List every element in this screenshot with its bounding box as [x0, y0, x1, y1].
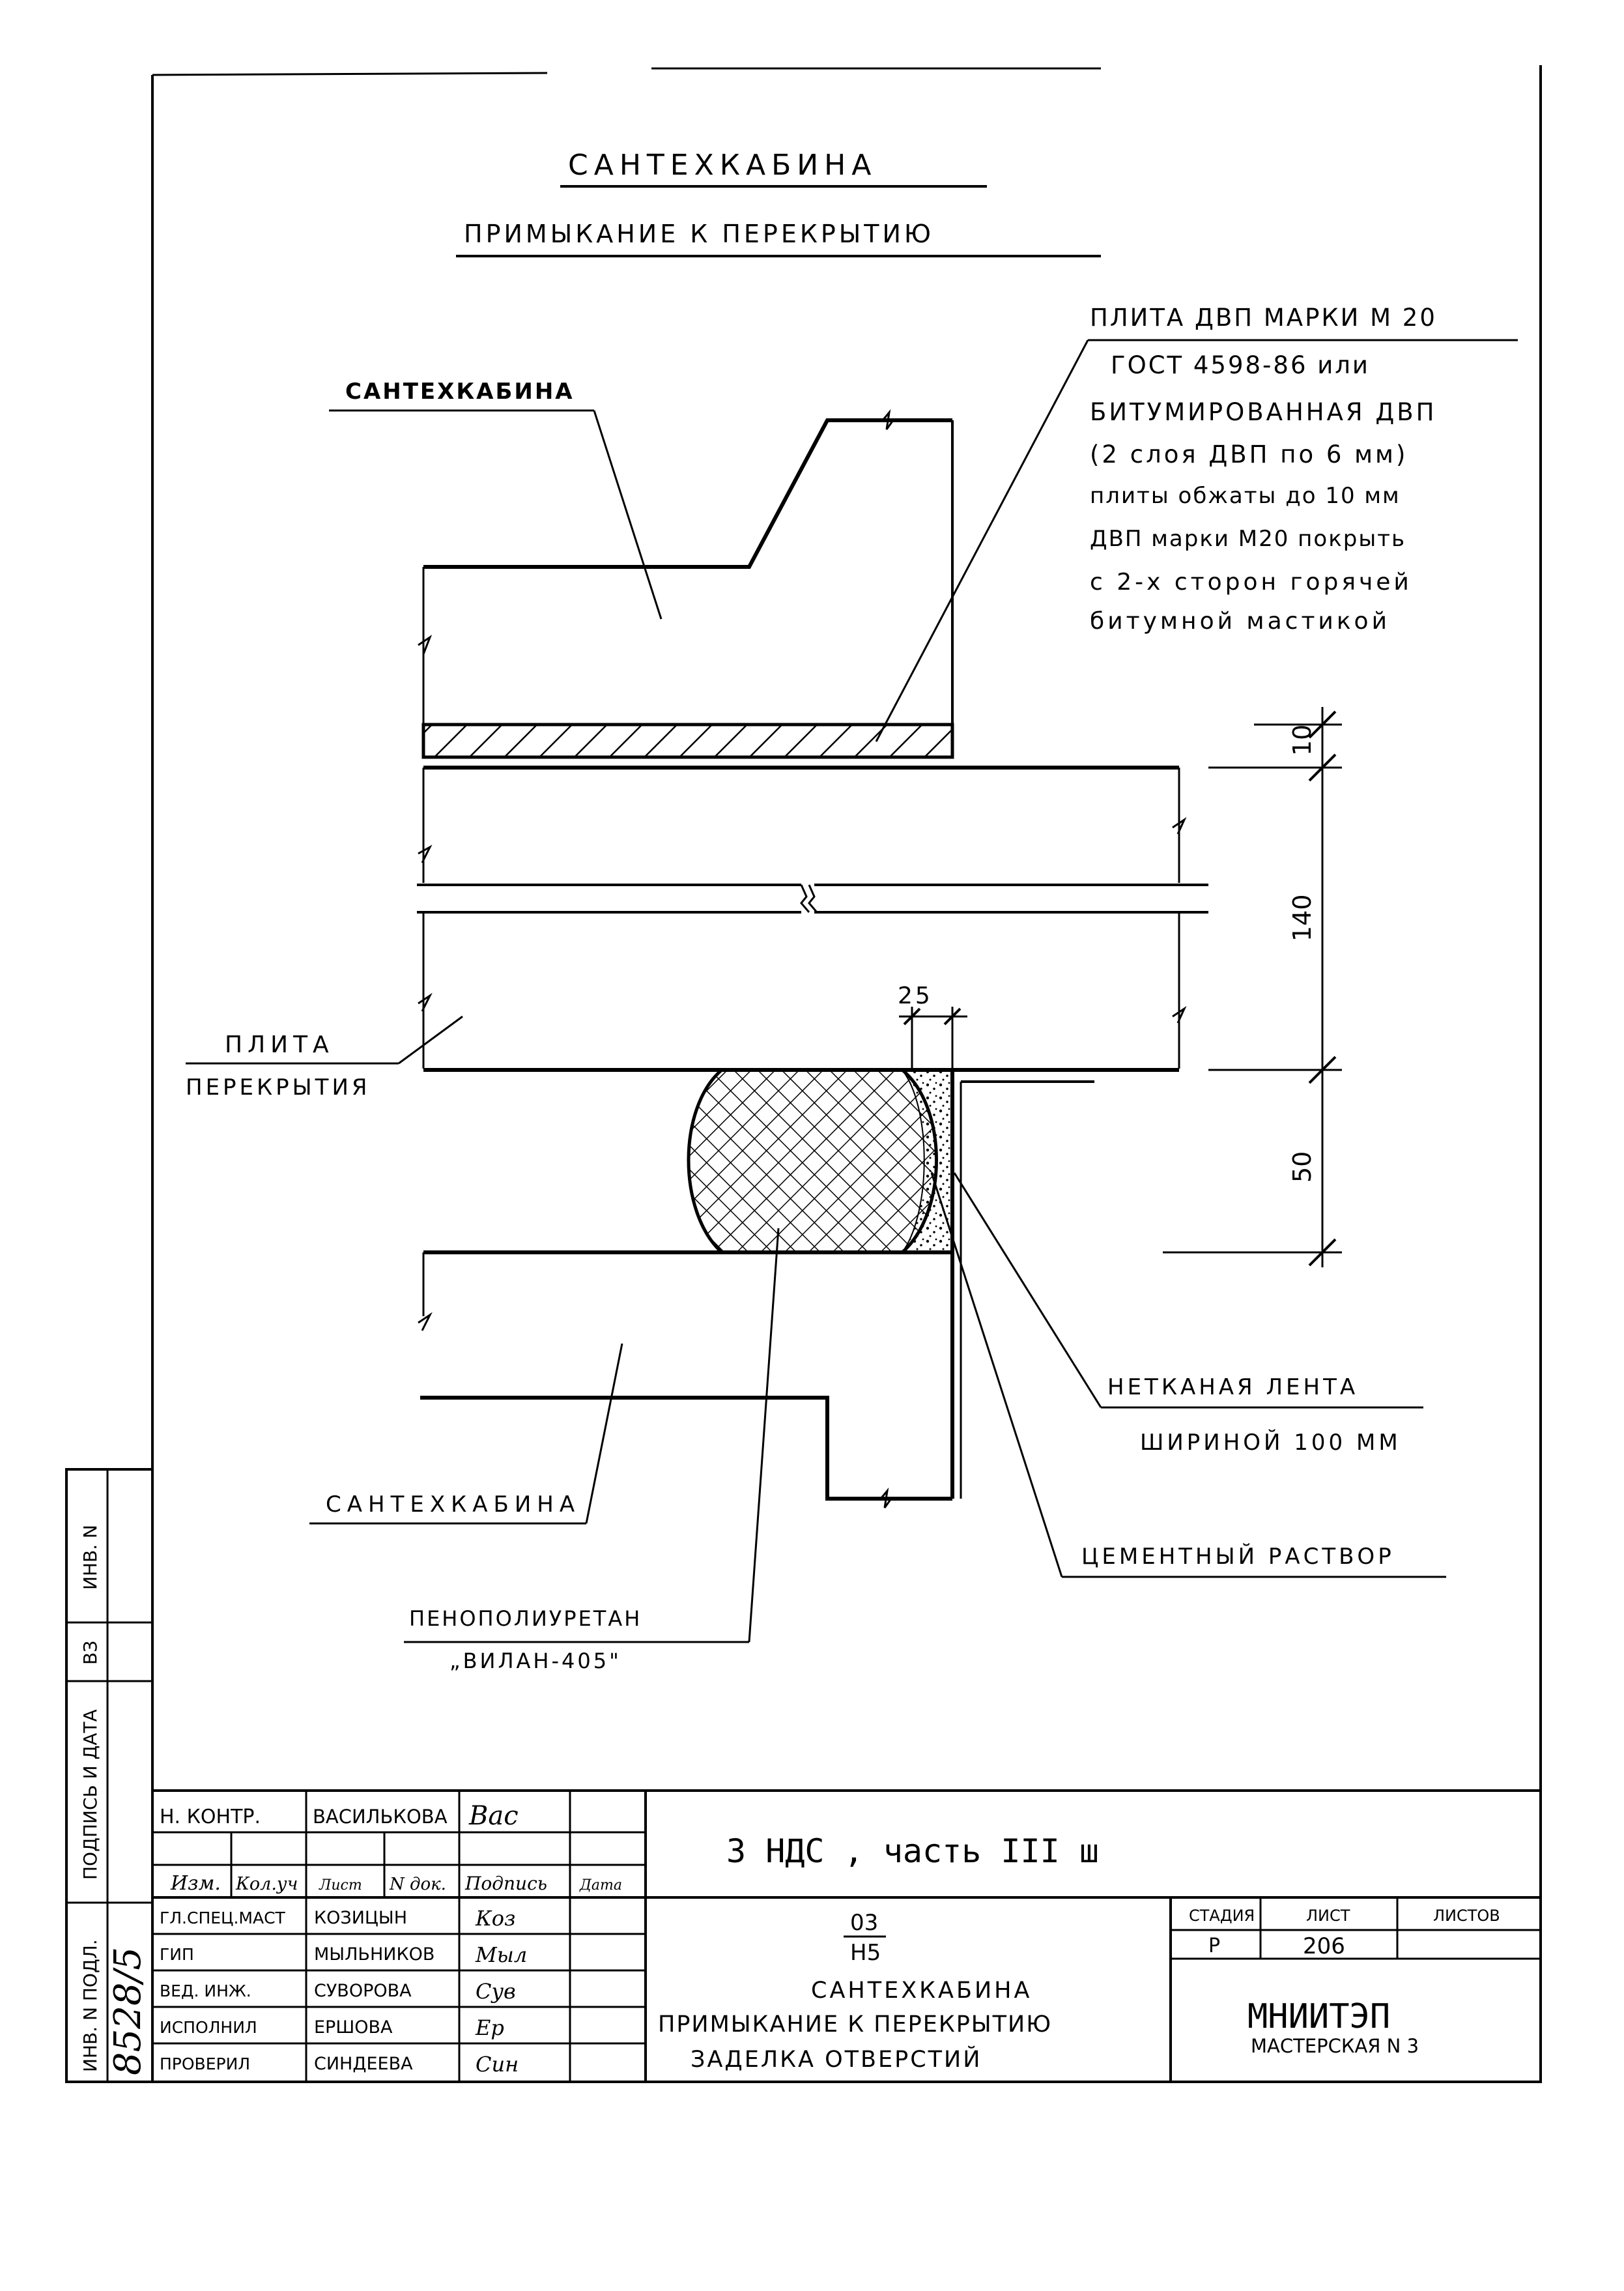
tb-name-2: СУВОРОВА	[314, 1981, 412, 2001]
svg-text:битумной мастикой: битумной мастикой	[1090, 608, 1390, 635]
tb-role-4: ПРОВЕРИЛ	[160, 2054, 250, 2073]
tb-stage-value: Р	[1208, 1935, 1220, 1957]
svg-text:ПЛИТА ДВП МАРКИ М 20: ПЛИТА ДВП МАРКИ М 20	[1090, 304, 1437, 332]
floor-slab	[417, 766, 1208, 1072]
tb-sheet-value: 206	[1303, 1933, 1345, 1959]
title-block-grid	[151, 1789, 1542, 2083]
tb-sign-3: Ер	[475, 2015, 504, 2040]
note-fiberboard: ПЛИТА ДВП МАРКИ М 20 ГОСТ 4598-86 или БИ…	[1090, 304, 1437, 635]
drawing-subtitle: ПРИМЫКАНИЕ К ПЕРЕКРЫТИЮ	[464, 220, 934, 248]
tb-sheet-label: ЛИСТ	[1306, 1907, 1350, 1925]
label-foam-line2: „ВИЛАН-405"	[449, 1649, 621, 1673]
side-inv-n: ИНВ. N	[79, 1525, 101, 1590]
label-tape-line1: НЕТКАНАЯ ЛЕНТА	[1107, 1374, 1358, 1400]
label-cabin-bottom: САНТЕХКАБИНА	[326, 1491, 580, 1518]
tb-name-4: СИНДЕЕВА	[314, 2054, 413, 2074]
tb-sheets-label: ЛИСТОВ	[1433, 1907, 1500, 1925]
tb-name-3: ЕРШОВА	[314, 2017, 393, 2038]
side-stamp	[65, 1468, 154, 2083]
tb-sign-4: Син	[476, 2052, 519, 2077]
tb-sign-0: Коз	[475, 1906, 515, 1931]
drawing-title: САНТЕХКАБИНА	[568, 149, 877, 182]
label-foam-line1: ПЕНОПОЛИУРЕТАН	[409, 1606, 642, 1631]
tb-sign-2: Сув	[476, 1979, 516, 2004]
tb-fraction-top: 03	[850, 1910, 878, 1936]
svg-text:ГОСТ 4598-86 или: ГОСТ 4598-86 или	[1111, 351, 1370, 379]
tb-role-2: ВЕД. ИНЖ.	[160, 1981, 251, 2000]
label-tape-line2: ШИРИНОЙ 100 ММ	[1140, 1429, 1401, 1456]
tb-head-date: Дата	[579, 1877, 622, 1894]
tb-org-line2: МАСТЕРСКАЯ N 3	[1251, 2035, 1419, 2057]
side-inv-n-podl: ИНВ. N ПОДЛ.	[79, 1939, 101, 2072]
side-sign-date: ПОДПИСЬ И ДАТА	[79, 1709, 101, 1880]
svg-text:(2 слоя ДВП по 6 мм): (2 слоя ДВП по 6 мм)	[1090, 440, 1408, 468]
tb-name-0: КОЗИЦЫН	[314, 1908, 407, 1928]
dim-bottom: 50	[1288, 1151, 1317, 1183]
svg-text:плиты обжаты до 10 мм: плиты обжаты до 10 мм	[1090, 483, 1401, 509]
tb-name-line2: ПРИМЫКАНИЕ К ПЕРЕКРЫТИЮ	[658, 2011, 1052, 2038]
tb-role-1: ГИП	[160, 1945, 194, 1964]
dimension-gap	[899, 1007, 967, 1069]
tb-name-line3: ЗАДЕЛКА ОТВЕРСТИЙ	[691, 2045, 982, 2073]
svg-text:с 2-х сторон горячей: с 2-х сторон горячей	[1090, 569, 1412, 596]
tb-sign-1: Мыл	[475, 1942, 527, 1967]
tb-head-ndok: N док.	[389, 1875, 446, 1894]
tb-name-1: МЫЛЬНИКОВ	[314, 1944, 434, 1965]
sleeve-edge	[950, 1070, 1094, 1499]
cabin-upper-body	[418, 409, 954, 725]
svg-text:БИТУМИРОВАННАЯ ДВП: БИТУМИРОВАННАЯ ДВП	[1090, 398, 1436, 426]
tb-fraction-bottom: Н5	[850, 1940, 881, 1966]
dim-top: 10	[1288, 725, 1317, 756]
tb-head-sign: Подпись	[464, 1873, 547, 1894]
side-inv-value: 8528/5	[107, 1947, 149, 2075]
label-mortar: ЦЕМЕНТНЫЙ РАСТВОР	[1081, 1543, 1395, 1570]
tb-head-kol: Кол.уч	[235, 1874, 298, 1894]
tb-stage-label: СТАДИЯ	[1189, 1907, 1255, 1925]
cabin-lower-body	[418, 1250, 952, 1508]
dim-gap: 25	[898, 983, 933, 1009]
tb-role-3: ИСПОЛНИЛ	[160, 2018, 257, 2037]
tb-doc-code: 3 НДС , часть III ш	[726, 1832, 1099, 1870]
tb-org-line1: МНИИТЭП	[1247, 1997, 1390, 2036]
foam-filling	[687, 1068, 938, 1254]
dim-middle: 140	[1288, 894, 1317, 942]
label-slab-line1: ПЛИТА	[225, 1031, 334, 1058]
tb-n-kontr-name: ВАСИЛЬКОВА	[313, 1806, 448, 1828]
fiberboard-layer	[421, 723, 954, 759]
label-cabin-top: САНТЕХКАБИНА	[345, 379, 575, 405]
tb-name-line1: САНТЕХКАБИНА	[811, 1978, 1032, 2004]
svg-text:ДВП марки М20 покрыть: ДВП марки М20 покрыть	[1090, 526, 1406, 552]
dimension-chain	[1163, 707, 1342, 1267]
tb-n-kontr-label: Н. КОНТР.	[160, 1806, 261, 1828]
tb-n-kontr-sign: Вас	[468, 1801, 519, 1831]
tb-head-izm: Изм.	[170, 1872, 221, 1895]
tb-role-0: ГЛ.СПЕЦ.МАСТ	[160, 1909, 286, 1927]
side-vz: ВЗ	[79, 1641, 101, 1665]
label-slab-line2: ПЕРЕКРЫТИЯ	[186, 1074, 371, 1101]
tb-head-list: Лист	[319, 1877, 362, 1894]
